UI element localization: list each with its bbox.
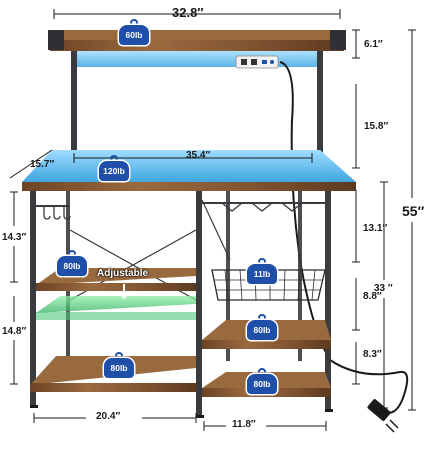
dim-right-low-gap: 8.3″ bbox=[363, 349, 382, 360]
weight-badge-left-mid-shelf: 80lb bbox=[57, 250, 87, 276]
weight-label: 120lb bbox=[103, 166, 125, 176]
top-shelf-bracket-left bbox=[48, 30, 64, 50]
dim-top-width: 32.8″ bbox=[172, 5, 204, 20]
weight-badge-basket: 11lb bbox=[247, 258, 277, 284]
hutch-left-post bbox=[71, 50, 77, 182]
weight-badge-bottom-right-shelf: 80lb bbox=[247, 368, 277, 394]
dim-depth: 15.7″ bbox=[30, 159, 55, 170]
weight-label: 80lb bbox=[253, 379, 271, 389]
weight-badge-bottom-left-shelf: 80lb bbox=[104, 352, 134, 378]
weight-label: 80lb bbox=[253, 325, 271, 335]
dim-right-mid-gap: 8.8″ bbox=[363, 291, 382, 302]
top-shelf-top bbox=[50, 30, 344, 40]
adjustable-label: Adjustable bbox=[97, 268, 149, 279]
bottom-left-shelf-front bbox=[30, 383, 196, 392]
weight-label: 11lb bbox=[253, 269, 271, 279]
top-led-strip bbox=[77, 51, 317, 67]
left-mid-shelf-front bbox=[36, 283, 196, 291]
main-shelf-front bbox=[22, 182, 356, 191]
dim-total-height: 55″ bbox=[402, 203, 425, 219]
weight-badge-right-mid-shelf: 80lb bbox=[247, 314, 277, 340]
weight-label: 60lb bbox=[125, 30, 143, 40]
top-shelf-front bbox=[50, 40, 344, 51]
frame-right-front bbox=[325, 191, 331, 409]
right-mid-shelf-front bbox=[202, 340, 331, 349]
dim-bottom-left-width: 20.4″ bbox=[96, 411, 121, 422]
dim-hutch-height: 15.8″ bbox=[364, 121, 389, 132]
dim-right-section: 33 ″ bbox=[374, 283, 393, 294]
dim-hutch-top-gap: 6.1″ bbox=[364, 39, 383, 50]
frame-mid-front bbox=[196, 191, 202, 415]
frame-left-front bbox=[30, 191, 36, 405]
weight-badge-top-shelf: 60lb bbox=[119, 19, 149, 45]
dim-bottom-right-width: 11.8″ bbox=[232, 419, 256, 430]
top-shelf-bracket-right bbox=[330, 30, 346, 50]
dim-mid-width: 35.4″ bbox=[186, 150, 211, 161]
dim-right-upper-gap: 13.1″ bbox=[363, 223, 388, 234]
weight-label: 80lb bbox=[63, 261, 81, 271]
dim-left-upper-gap: 14.3″ bbox=[2, 232, 27, 243]
dim-line-depth bbox=[9, 149, 53, 179]
hutch-right-post bbox=[317, 50, 323, 182]
dim-left-lower-gap: 14.8″ bbox=[2, 326, 27, 337]
adjustable-led-shelf bbox=[36, 296, 196, 313]
weight-badge-main-shelf: 120lb bbox=[99, 155, 129, 181]
power-plug bbox=[367, 399, 391, 421]
weight-label: 80lb bbox=[110, 363, 128, 373]
